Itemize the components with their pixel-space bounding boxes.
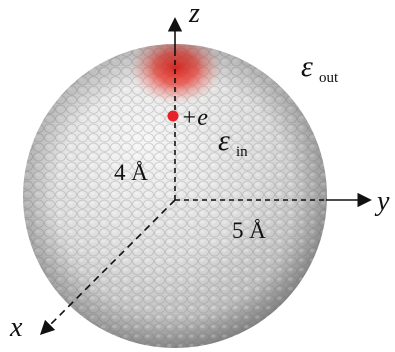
charge-dot xyxy=(167,110,179,122)
x-axis-label: x xyxy=(9,312,23,343)
epsilon-out-subscript: out xyxy=(319,70,339,86)
charge-depth-label: 4 Å xyxy=(114,160,148,185)
sphere-radius-label: 5 Å xyxy=(232,218,266,243)
x-axis xyxy=(39,199,176,336)
epsilon-in-label: ε in xyxy=(218,124,248,160)
epsilon-in-symbol: ε xyxy=(218,124,230,157)
epsilon-out-symbol: ε xyxy=(301,50,313,83)
epsilon-in-subscript: in xyxy=(236,144,248,160)
charge-label: +e xyxy=(181,105,208,131)
epsilon-out-label: ε out xyxy=(301,50,339,86)
z-axis-label: z xyxy=(188,0,200,29)
axes xyxy=(39,17,372,336)
sphere xyxy=(23,44,327,348)
y-axis-label: y xyxy=(374,186,390,217)
